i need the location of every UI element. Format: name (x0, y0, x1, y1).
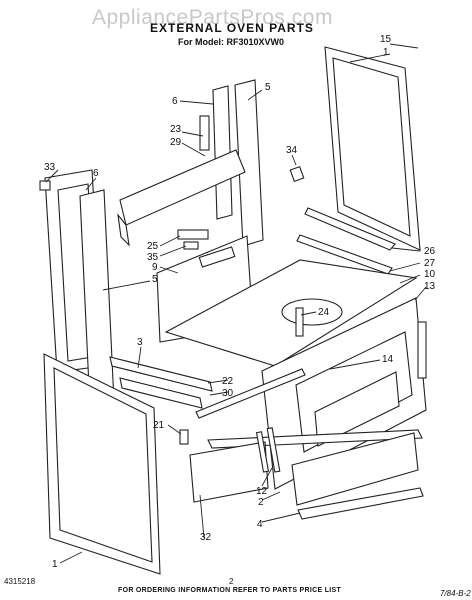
diagram-title: EXTERNAL OVEN PARTS (150, 21, 314, 35)
oven-door-frame (324, 46, 421, 251)
leader-lines (45, 43, 427, 564)
callout-1-top: 1 (383, 47, 389, 58)
callout-5-left: 5 (152, 274, 158, 285)
left-side-panels (44, 169, 115, 409)
base-rails (109, 356, 213, 409)
callout-35: 35 (147, 252, 159, 263)
left-door-panel (43, 353, 161, 575)
date-code: 7/84-B-2 (440, 589, 471, 598)
callout-12: 12 (256, 486, 268, 497)
callout-25: 25 (147, 241, 159, 252)
callout-15: 15 (380, 34, 392, 45)
callout-6-top: 6 (172, 96, 178, 107)
callout-21: 21 (153, 420, 165, 431)
callout-27: 27 (424, 258, 436, 269)
callout-24: 24 (318, 307, 330, 318)
leveling-leg (179, 429, 189, 445)
bottom-trim (297, 487, 424, 520)
callout-22: 22 (222, 376, 234, 387)
cross-brace (117, 149, 246, 247)
cooktop (164, 259, 418, 367)
callout-29: 29 (170, 137, 182, 148)
callout-5-top: 5 (265, 82, 271, 93)
brackets-12 (255, 427, 281, 473)
callout-13: 13 (424, 281, 436, 292)
callout-2: 2 (258, 497, 264, 508)
callout-34: 34 (286, 145, 298, 156)
callout-6-left: 6 (93, 168, 99, 179)
bracket-33 (39, 180, 51, 191)
callout-10: 10 (424, 269, 436, 280)
kickplate (189, 441, 269, 503)
part-number: 4315218 (4, 577, 36, 586)
callout-32: 32 (200, 532, 212, 543)
callout-14: 14 (382, 354, 394, 365)
rear-vertical-panels (199, 79, 264, 247)
front-frame (261, 297, 427, 490)
callout-3: 3 (137, 337, 143, 348)
callout-26: 26 (424, 246, 436, 257)
callout-23: 23 (170, 124, 182, 135)
callout-30: 30 (222, 388, 234, 399)
page-number: 2 (229, 577, 234, 586)
callout-33: 33 (44, 162, 56, 173)
callout-1-bottom: 1 (52, 559, 58, 570)
callout-labels: 15 1 6 5 23 29 34 33 6 25 35 9 5 26 27 1… (44, 34, 436, 570)
clip-34 (289, 165, 305, 183)
watermark: AppliancePartsPros.com (92, 6, 333, 29)
model-line: For Model: RF3010XVW0 (178, 37, 285, 47)
hinge-parts (177, 229, 209, 250)
ordering-note: FOR ORDERING INFORMATION REFER TO PARTS … (118, 587, 342, 594)
callout-4: 4 (257, 519, 263, 530)
callout-9: 9 (152, 262, 158, 273)
